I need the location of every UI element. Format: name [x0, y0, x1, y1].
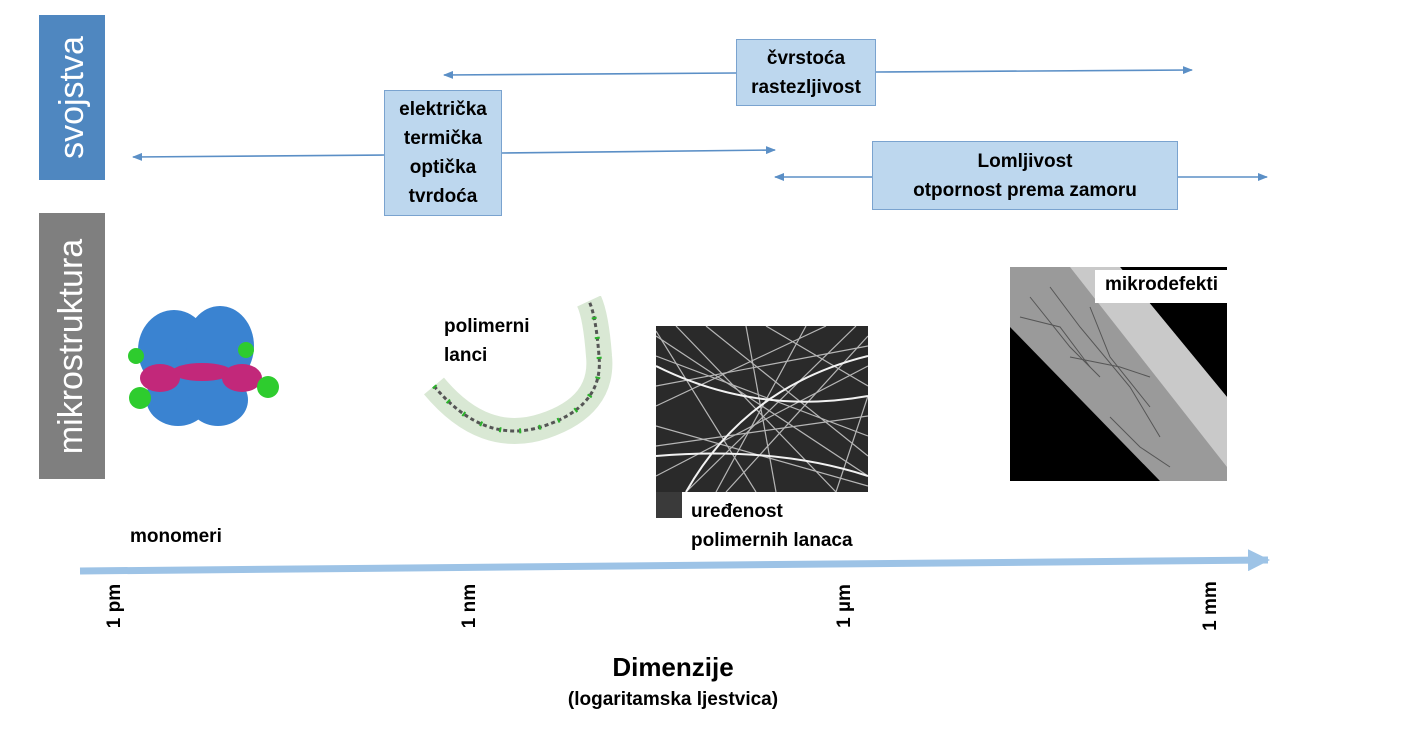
- polymer-fibers-image-corner: [656, 492, 682, 518]
- optical-line: optička: [409, 157, 477, 178]
- microstructure-tab: mikrostruktura: [39, 213, 105, 479]
- hardness-line: tvrdoća: [408, 186, 478, 207]
- tick-1nm: 1 nm: [459, 583, 480, 629]
- microdefects-label: mikrodefekti: [1095, 270, 1230, 303]
- axis-subtitle: (logaritamska ljestvica): [567, 689, 779, 710]
- chain-order-label-line1: uređenost: [691, 501, 783, 522]
- brittleness-box: Lomljivost otpornost prema zamoru: [872, 141, 1178, 210]
- monomers-label: monomeri: [130, 526, 222, 547]
- monomer-molecule-image: [122, 302, 284, 430]
- axis-title: Dimenzije: [612, 652, 734, 682]
- tick-1mm: 1 mm: [1200, 581, 1221, 631]
- properties-tab-label: svojstva: [52, 36, 91, 159]
- tick-1pm: 1 pm: [104, 583, 125, 629]
- chain-order-label: uređenost polimernih lanaca: [691, 497, 853, 555]
- strength-arrow-right: [875, 66, 1193, 75]
- polymer-chains-label-line2: lanci: [444, 345, 488, 366]
- ductility-line: rastezljivost: [751, 77, 861, 98]
- strength-line: čvrstoća: [766, 48, 846, 69]
- polymer-chains-label: polimerni lanci: [444, 312, 534, 370]
- physical-properties-box: električka termička optička tvrdoća: [384, 90, 502, 216]
- polymer-chains-image: [424, 296, 636, 456]
- physical-arrow-right: [501, 146, 776, 155]
- tick-1um: 1 µm: [834, 584, 855, 628]
- dimension-axis-arrow: [79, 549, 1270, 575]
- brittleness-line: Lomljivost: [977, 151, 1073, 172]
- strength-box: čvrstoća rastezljivost: [736, 39, 876, 106]
- microstructure-tab-label: mikrostruktura: [52, 238, 91, 454]
- thermal-line: termička: [403, 128, 483, 149]
- physical-arrow-left: [132, 152, 385, 161]
- fatigue-line: otpornost prema zamoru: [913, 180, 1137, 201]
- electric-line: električka: [399, 99, 487, 120]
- strength-arrow-left: [443, 70, 737, 79]
- chain-order-label-line2: polimernih lanaca: [691, 530, 853, 551]
- polymer-chains-label-line1: polimerni: [444, 316, 530, 337]
- polymer-fibers-image: [656, 326, 868, 492]
- properties-tab: svojstva: [39, 15, 105, 180]
